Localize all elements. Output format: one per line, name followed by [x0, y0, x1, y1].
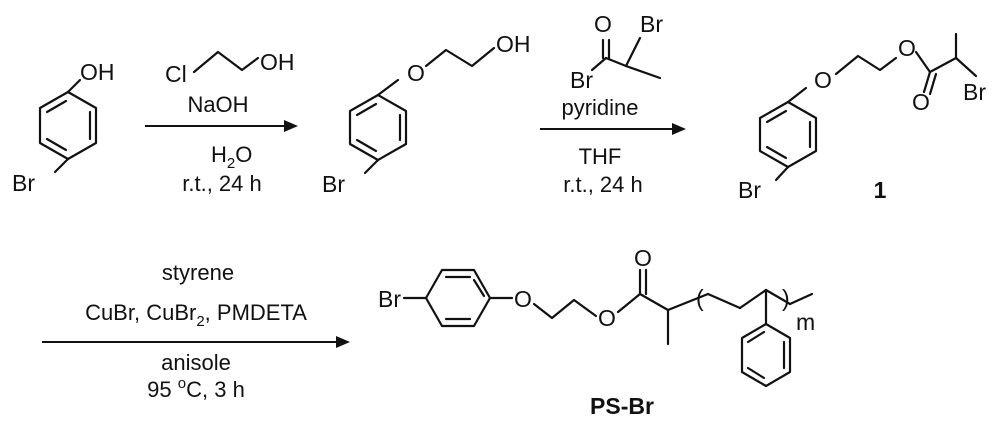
aryl-bromo-label: Br — [378, 286, 401, 312]
step1-base: NaOH — [187, 92, 248, 117]
compound-number-label: 1 — [874, 177, 887, 203]
compound-1: O O O Br Br 1 — [738, 32, 986, 203]
chloro-label: Cl — [165, 61, 187, 87]
step3-temperature: 95 oC, 3 h — [147, 375, 245, 402]
ester-oxygen-label: O — [598, 305, 616, 331]
bromo-label: Br — [322, 171, 345, 197]
benzene-ring — [758, 100, 818, 169]
benzene-ring — [424, 268, 492, 328]
step2-solvent: THF — [579, 144, 622, 169]
alkyl-bromo-label: Br — [963, 79, 986, 105]
product-ps-br: Br O O O ( ) m PS-Br — [378, 245, 815, 419]
step1-solvent: H2O — [211, 142, 252, 172]
alpha-bromo-label: Br — [640, 11, 663, 37]
hydroxyl-label: OH — [80, 59, 115, 85]
benzene-ring — [348, 93, 408, 162]
intermediate-bromophenoxyethanol: O OH Br — [322, 31, 531, 197]
step2-conditions: r.t., 24 h — [563, 172, 643, 197]
start-material-bromophenol: OH Br — [12, 59, 115, 196]
product-label: PS-Br — [590, 393, 654, 419]
carbonyl-oxygen-label: O — [634, 245, 652, 271]
ether-oxygen-label: O — [814, 67, 832, 93]
step3-solvent: anisole — [161, 350, 231, 375]
hydroxyl-label: OH — [496, 31, 531, 57]
step3-arrow — [42, 336, 350, 348]
step3-catalyst: CuBr, CuBr2, PMDETA — [85, 300, 307, 330]
ester-oxygen-label: O — [898, 35, 916, 61]
repeat-unit-subscript: m — [796, 309, 815, 335]
step2-arrow — [540, 123, 686, 135]
carbonyl-oxygen-label: O — [912, 89, 930, 115]
step2-reagent-bromopropionyl-bromide: O Br Br — [570, 11, 663, 93]
step1-conditions: r.t., 24 h — [182, 171, 262, 196]
repeat-close-paren: ) — [782, 285, 790, 311]
acyl-bromo-label: Br — [570, 67, 593, 93]
carbonyl-oxygen-label: O — [594, 11, 612, 37]
ether-oxygen-label: O — [407, 60, 425, 86]
bromo-label: Br — [12, 170, 35, 196]
repeat-open-paren: ( — [696, 285, 704, 311]
step1-arrow — [145, 120, 298, 132]
reagent-hydroxyl-label: OH — [260, 49, 295, 75]
aryl-bromo-label: Br — [738, 177, 761, 203]
step1-reagent-chloroethanol: Cl OH — [165, 49, 295, 87]
step2-base: pyridine — [561, 95, 638, 120]
benzene-ring — [38, 90, 98, 161]
ether-oxygen-label: O — [514, 286, 532, 312]
phenyl-ring — [740, 322, 792, 388]
step3-monomer: styrene — [162, 260, 234, 285]
